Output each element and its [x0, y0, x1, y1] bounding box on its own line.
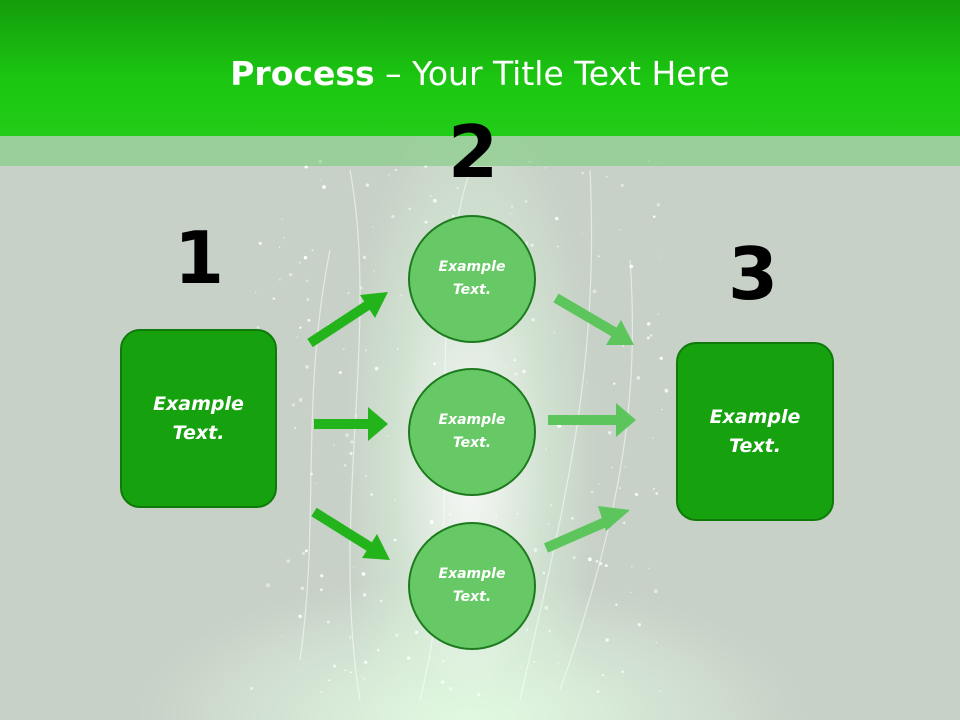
slide-title-bold: Process: [230, 54, 375, 93]
step-2-circle-bottom: Example Text.: [408, 522, 536, 650]
step-2-circle-middle: Example Text.: [408, 368, 536, 496]
arrow-to-top-circle: [307, 292, 388, 348]
step-number-1: 1: [173, 216, 225, 300]
step-2-circle-top: Example Text.: [408, 215, 536, 343]
arrow-to-middle-circle: [314, 407, 388, 441]
step-1-box: Example Text.: [120, 329, 277, 508]
arrow-to-bottom-circle: [311, 507, 390, 560]
title-bar: [0, 0, 960, 136]
slide-title: Process – Your Title Text Here: [0, 52, 960, 96]
step-number-2: 2: [447, 110, 499, 194]
title-bar-band: [0, 136, 960, 166]
arrow-from-middle-circle: [548, 403, 636, 437]
slide-title-rest: – Your Title Text Here: [374, 54, 730, 93]
step-3-box: Example Text.: [676, 342, 834, 521]
arrow-from-top-circle: [553, 293, 634, 345]
step-number-3: 3: [727, 232, 779, 316]
arrow-from-bottom-circle: [543, 506, 630, 553]
